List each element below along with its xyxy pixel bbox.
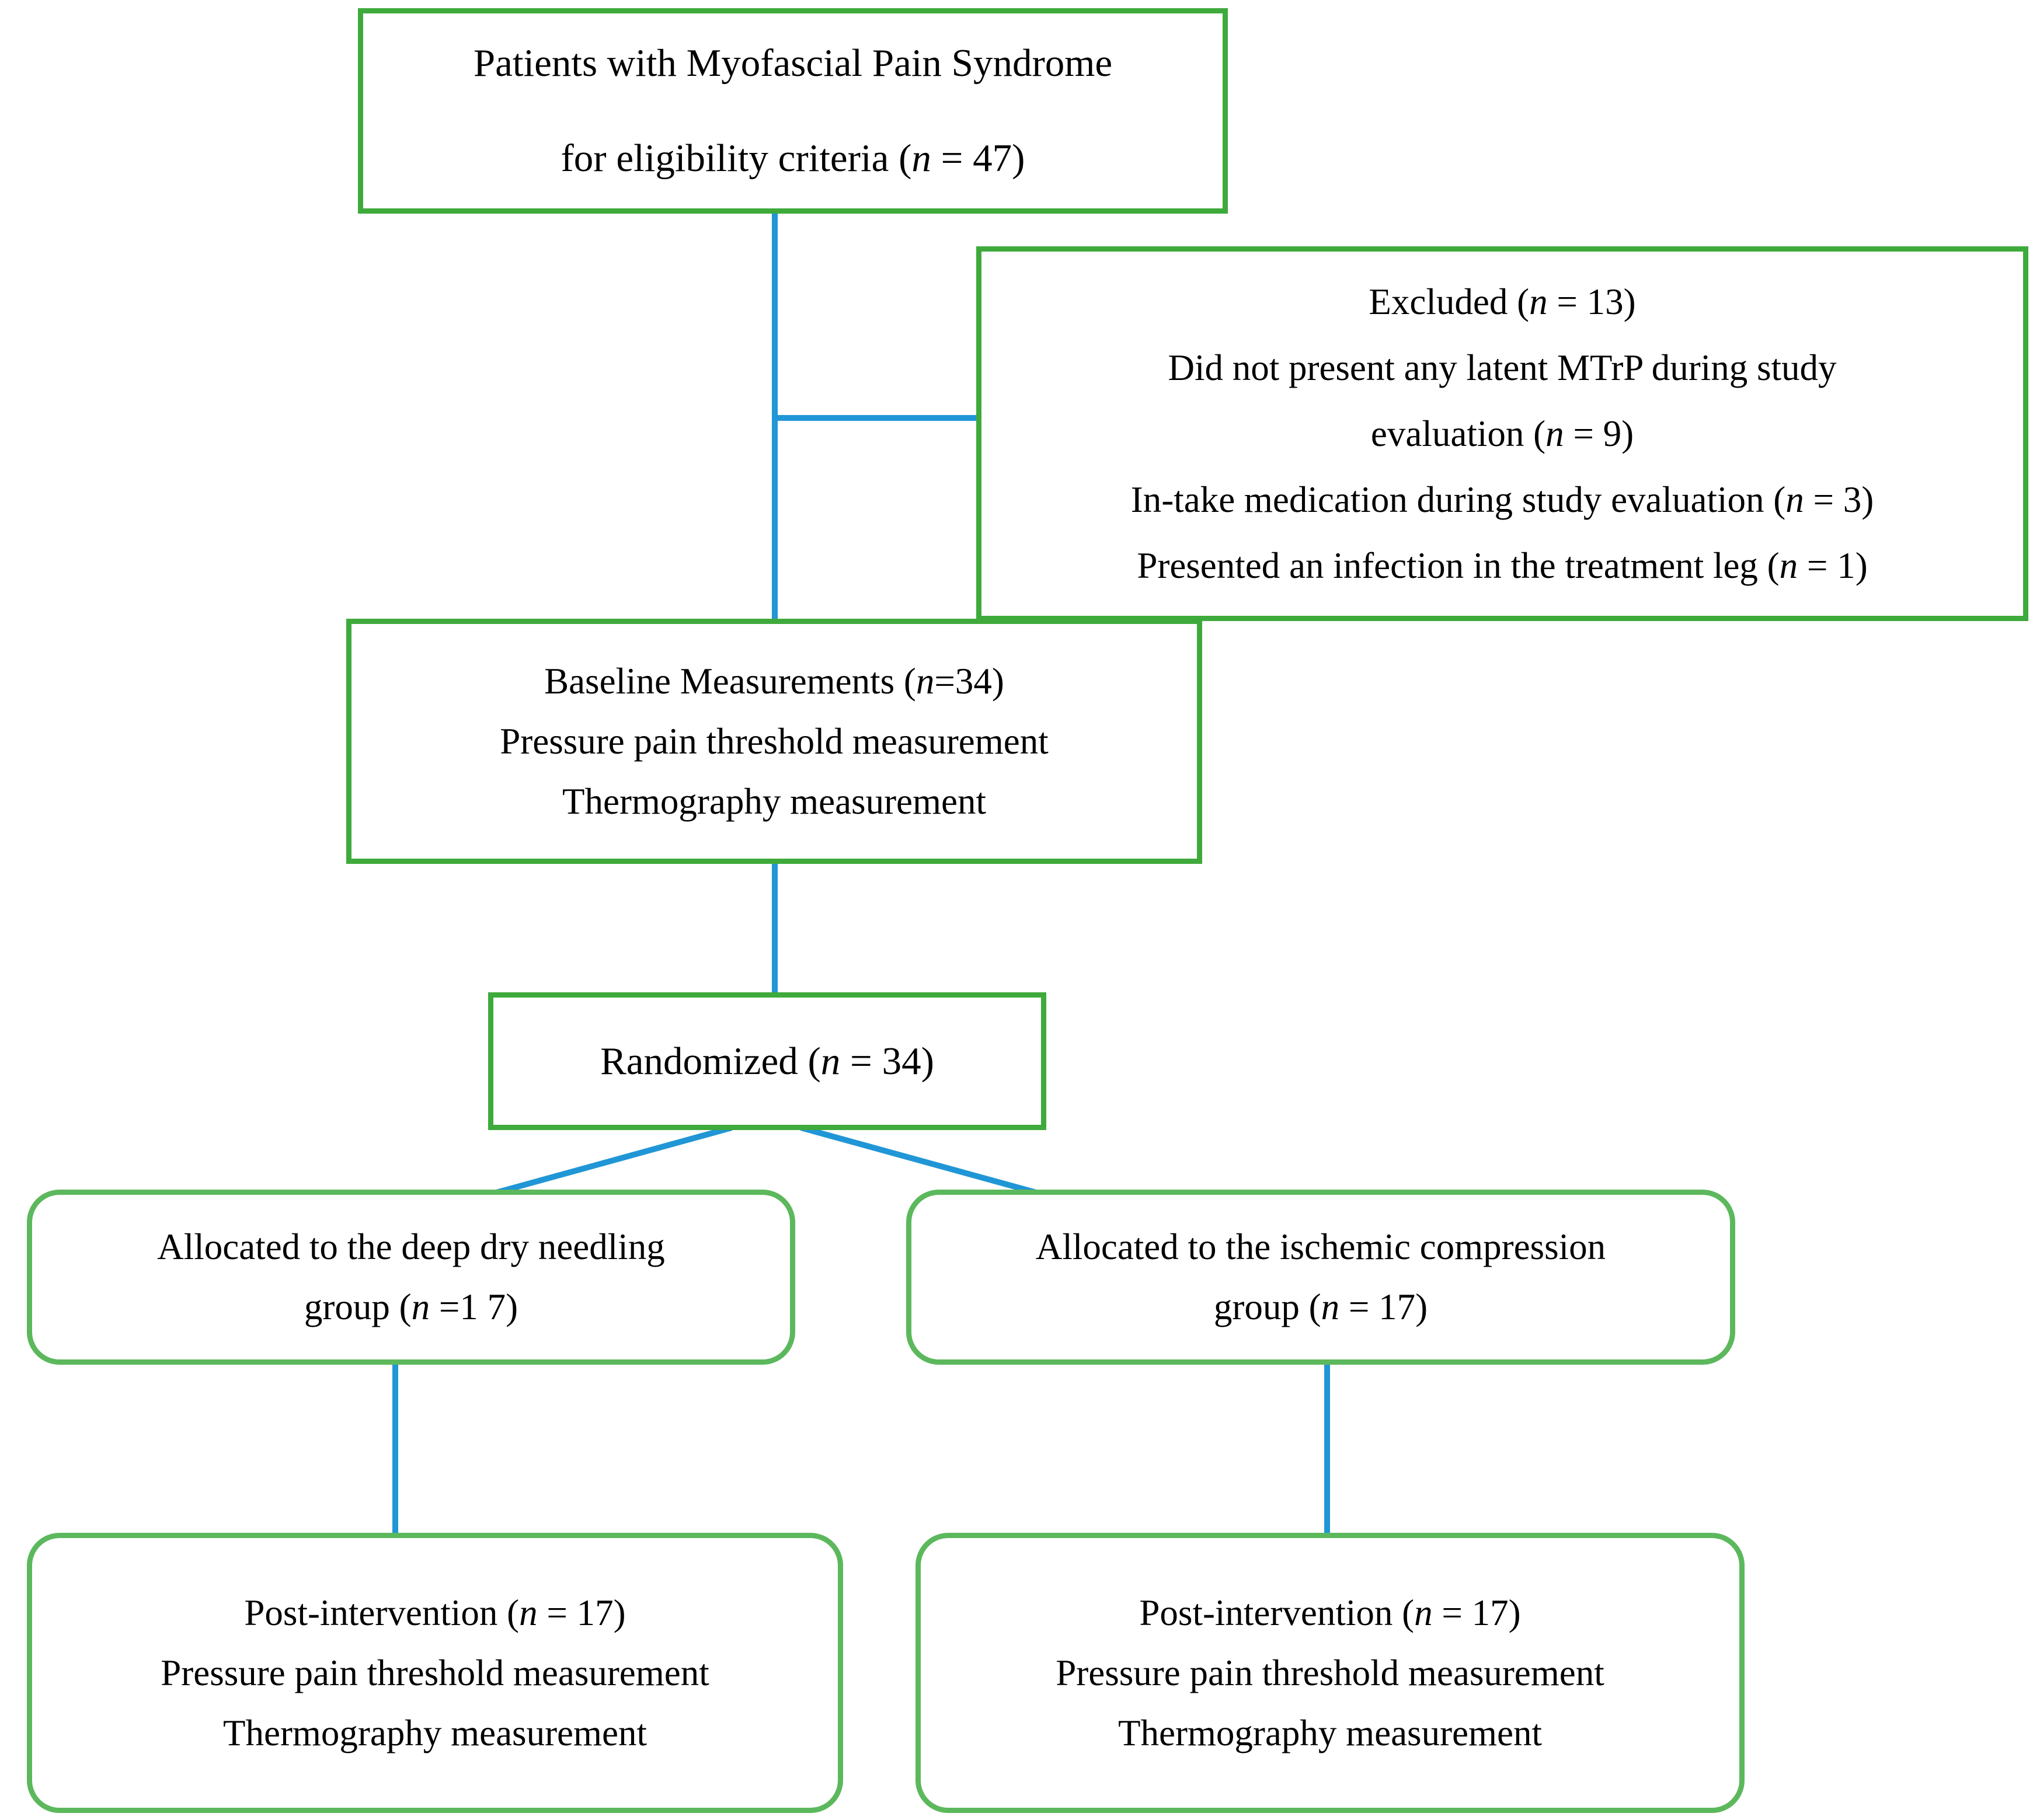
post-right-title-n-italic: n [1414,1592,1433,1633]
alloc-left-line-2-post: =1 7) [430,1286,518,1327]
excluded-reason-3-n-italic: n [1779,545,1798,586]
eligibility-line-2-pre: for eligibility criteria ( [561,137,912,180]
connector-eligibility-to-excluded [772,415,980,421]
post-right-line-2: Pressure pain threshold measurement [1056,1652,1604,1693]
excluded-reason-3-post: = 1) [1798,545,1868,586]
alloc-left-line-2-n-italic: n [411,1286,430,1327]
excluded-reason-2-text: In-take medication during study evaluati… [1130,479,1786,520]
randomized-title-n-italic: n [820,1039,841,1083]
post-right-title-post: = 17) [1432,1592,1521,1633]
alloc-left-line-1: Allocated to the deep dry needling [157,1226,665,1267]
excluded-reason-2-post: = 3) [1804,479,1874,520]
alloc-right-line-2: group (n = 17) [1214,1286,1428,1329]
connector-baseline-to-randomized [772,862,778,1008]
alloc-right-line-2-pre: group ( [1213,1286,1321,1327]
baseline-line-3: Thermography measurement [562,780,986,822]
baseline-title-n-italic: n [915,660,935,702]
excluded-title-pre: Excluded ( [1369,281,1530,322]
connector-randomized-to-right-allocation [800,1125,1042,1197]
connector-randomized-to-left-allocation [491,1125,733,1197]
excluded-reason-1-post: = 9) [1564,413,1634,454]
baseline-measurements-box: Baseline Measurements (n=34) Pressure pa… [346,619,1202,864]
excluded-reason-2: In-take medication during study evaluati… [1131,479,1874,521]
post-left-title: Post-intervention (n = 17) [244,1592,625,1634]
excluded-reason-1-line-a: Did not present any latent MTrP during s… [1168,347,1837,388]
eligibility-line-2: for eligibility criteria (n = 47) [561,136,1025,181]
alloc-right-line-2-post: = 17) [1339,1286,1428,1327]
post-left-title-pre: Post-intervention ( [244,1592,520,1633]
randomized-box: Randomized (n = 34) [488,992,1046,1130]
excluded-title: Excluded (n = 13) [1369,281,1635,323]
excluded-reason-1-n-italic: n [1545,413,1564,454]
connector-right-allocation-to-right-post [1324,1365,1330,1534]
excluded-title-n-italic: n [1529,281,1548,322]
alloc-left-line-2-pre: group ( [304,1286,412,1327]
excluded-reason-3: Presented an infection in the treatment … [1137,545,1867,587]
alloc-right-line-2-n-italic: n [1321,1286,1340,1327]
alloc-left-line-2: group (n =1 7) [304,1286,518,1329]
post-right-title-pre: Post-intervention ( [1139,1592,1415,1633]
excluded-reason-1-pre: evaluation ( [1370,413,1546,454]
randomized-title-pre: Randomized ( [600,1039,821,1083]
eligibility-line-1: Patients with Myofascial Pain Syndrome [473,41,1113,85]
excluded-title-post: = 13) [1547,281,1636,322]
eligibility-line-2-post: = 47) [931,137,1025,180]
baseline-title-pre: Baseline Measurements ( [544,660,916,702]
post-intervention-right-box: Post-intervention (n = 17) Pressure pain… [915,1533,1745,1813]
alloc-right-line-1: Allocated to the ischemic compression [1035,1226,1606,1267]
allocation-ischemic-compression-box: Allocated to the ischemic compression gr… [906,1190,1735,1365]
eligibility-box: Patients with Myofascial Pain Syndrome f… [358,8,1228,214]
connector-randomized-split [491,1125,1042,1197]
baseline-line-2: Pressure pain threshold measurement [500,720,1049,762]
excluded-reason-2-n-italic: n [1785,479,1804,520]
post-right-title: Post-intervention (n = 17) [1139,1592,1520,1634]
eligibility-line-2-n-italic: n [911,137,931,180]
excluded-reason-1-line-b: evaluation (n = 9) [1371,413,1634,455]
post-left-title-n-italic: n [519,1592,538,1633]
excluded-box: Excluded (n = 13) Did not present any la… [976,246,2028,621]
excluded-reason-3-text: Presented an infection in the treatment … [1137,545,1780,586]
connector-left-allocation-to-left-post [392,1365,398,1534]
baseline-title: Baseline Measurements (n=34) [544,660,1004,703]
post-left-line-2: Pressure pain threshold measurement [161,1652,709,1693]
randomized-title: Randomized (n = 34) [600,1039,934,1084]
post-left-title-post: = 17) [537,1592,626,1633]
randomized-title-post: = 34) [840,1039,934,1083]
post-right-line-3: Thermography measurement [1118,1712,1542,1753]
allocation-dry-needling-box: Allocated to the deep dry needling group… [27,1190,795,1365]
post-intervention-left-box: Post-intervention (n = 17) Pressure pain… [27,1533,843,1813]
post-left-line-3: Thermography measurement [223,1712,647,1753]
baseline-title-post: =34) [934,660,1004,702]
